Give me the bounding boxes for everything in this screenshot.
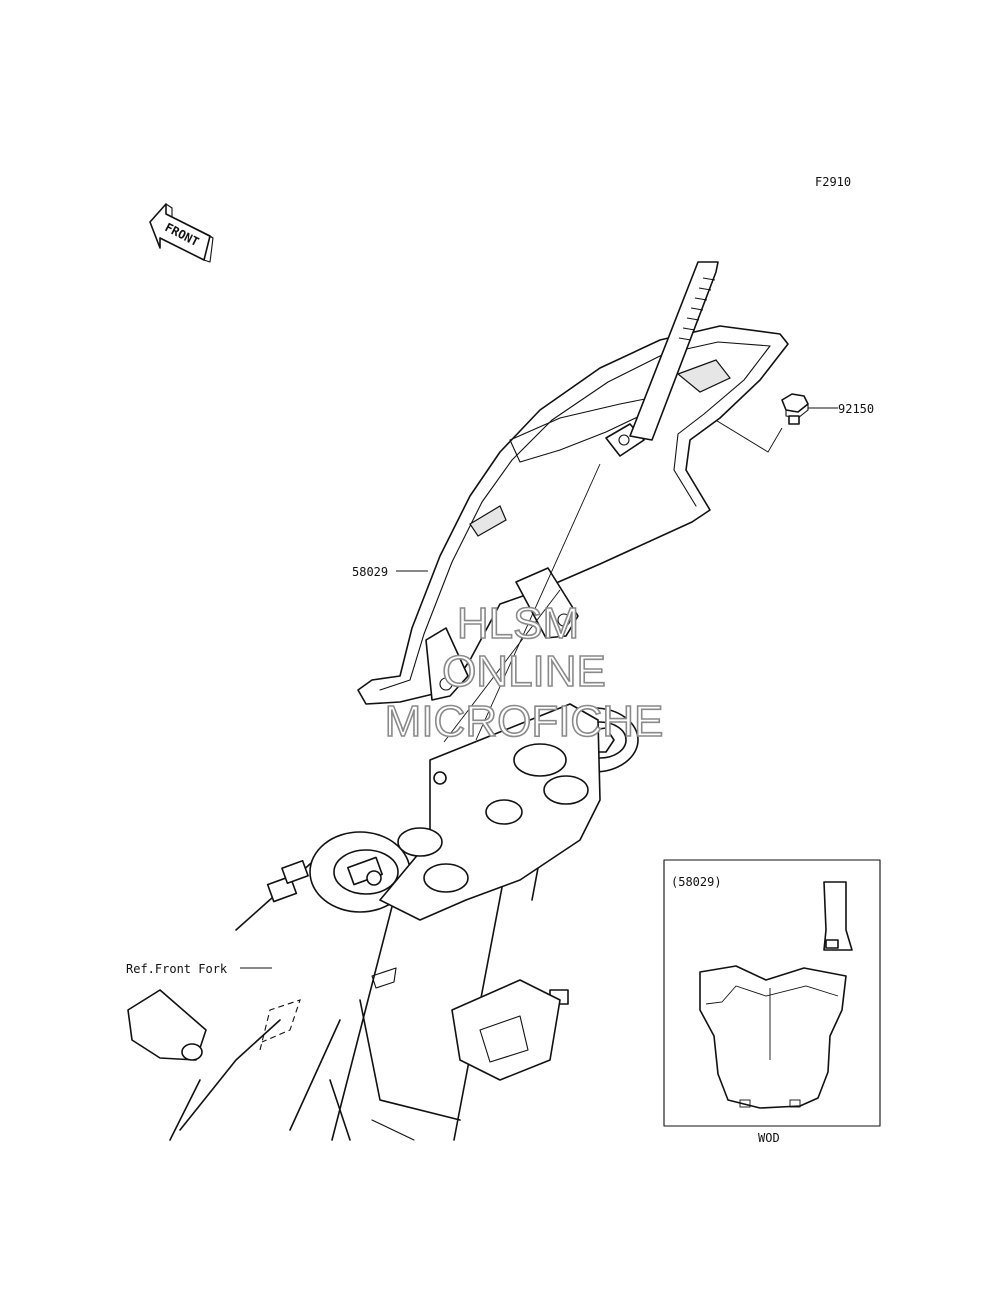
inset-box: (58029) WOD <box>663 859 881 1145</box>
callout-label-58029: 58029 <box>352 565 388 579</box>
callout-label-front-fork: Ref.Front Fork <box>126 962 228 976</box>
bolt-92150 <box>781 393 838 425</box>
front-fork-assembly <box>127 703 639 1141</box>
diagram-code: F2910 <box>815 175 851 189</box>
number-plate-58029 <box>357 325 789 705</box>
front-direction-arrow-icon: FRONT <box>149 203 214 263</box>
plate-strap <box>629 261 719 441</box>
inset-title: (58029) <box>671 875 722 889</box>
callout-label-92150: 92150 <box>838 402 874 416</box>
watermark-line-1: HLSM <box>457 599 579 648</box>
inset-caption: WOD <box>758 1131 780 1145</box>
watermark-line-3: MICROFICHE <box>385 697 664 746</box>
watermark-line-2: ONLINE <box>442 647 606 696</box>
watermark: HLSM ONLINE MICROFICHE <box>384 598 664 747</box>
inset-frame <box>663 859 881 1127</box>
leader-plate-strap-2 <box>443 589 561 743</box>
leader-plate-strap-1 <box>475 463 601 741</box>
